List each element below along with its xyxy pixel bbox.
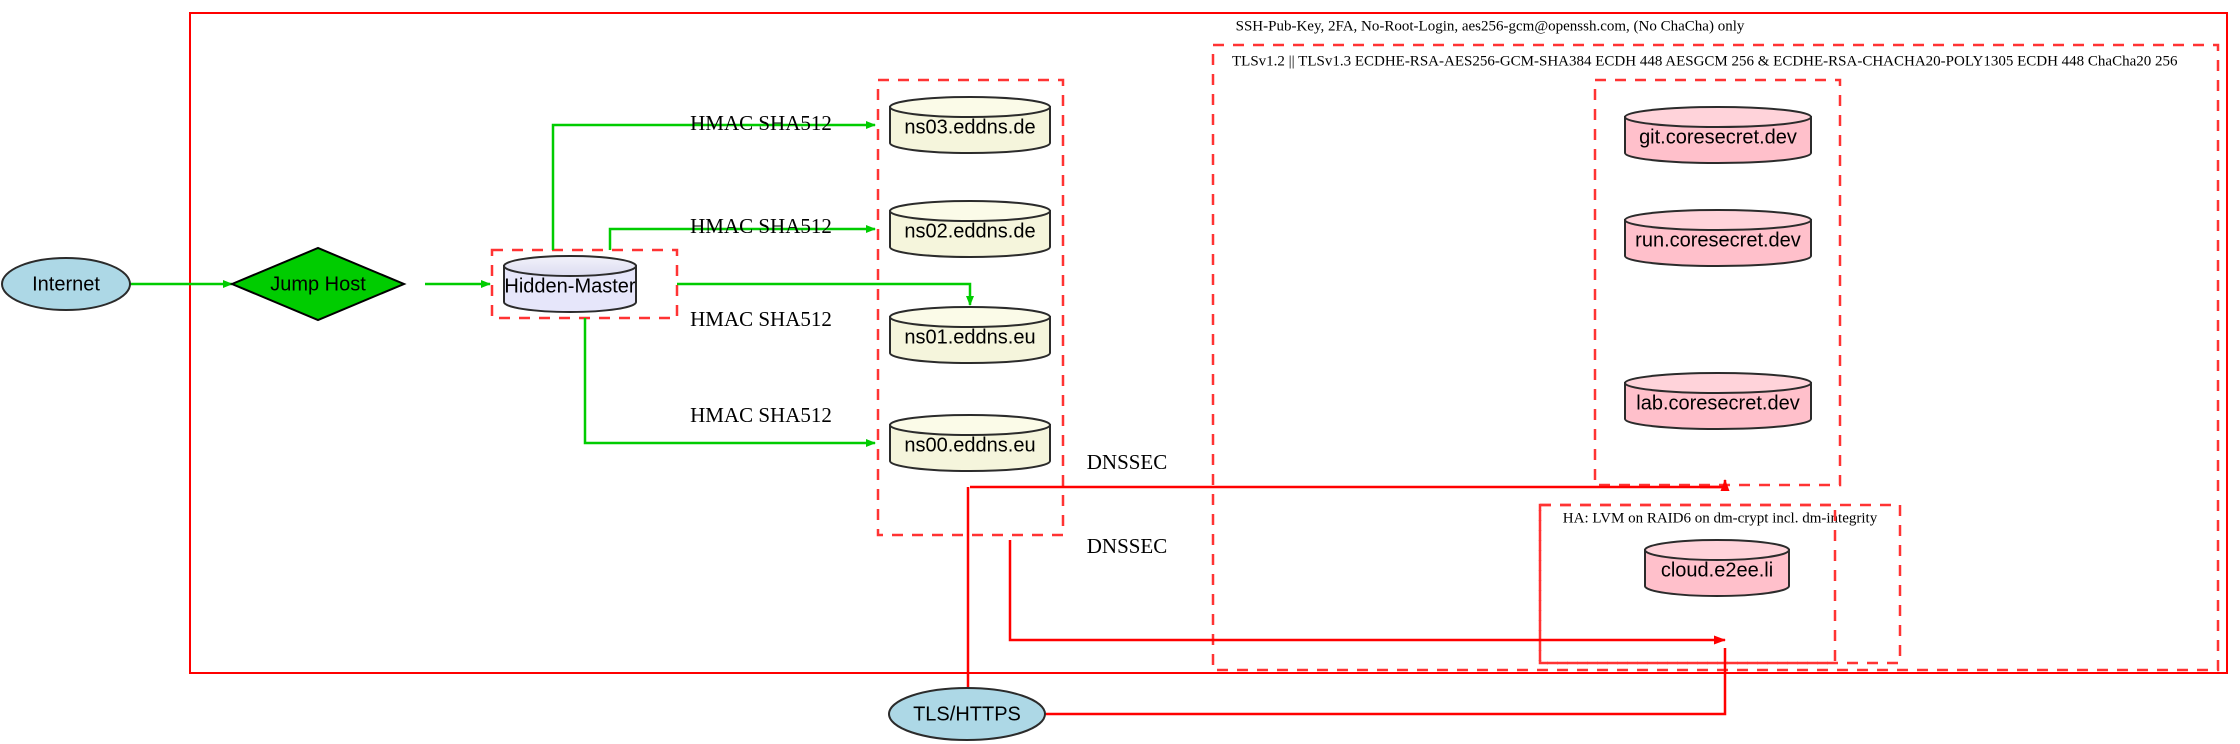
edge-master-to-ns02 xyxy=(608,225,876,250)
run-label: run.coresecret.dev xyxy=(1635,229,1801,251)
cluster-cloud-box xyxy=(1538,503,1837,665)
ns00-cyl-top xyxy=(889,414,1051,436)
edge-dnssec-lower xyxy=(1008,540,1726,645)
edge-master-to-ns03 xyxy=(551,121,876,250)
edge-label-hmac-ns00: HMAC SHA512 xyxy=(690,403,832,427)
cloud-cyl-top xyxy=(1644,539,1790,561)
internet-ellipse xyxy=(1,257,131,311)
jumphost-label: Jump Host xyxy=(270,273,366,295)
node-cloud-e2ee[interactable]: cloud.e2ee.li xyxy=(1644,539,1790,597)
run-cyl-top xyxy=(1624,209,1812,231)
run-cyl-body xyxy=(1624,219,1812,267)
cluster-ssh-box xyxy=(189,12,2228,674)
internet-label: Internet xyxy=(32,273,100,295)
cluster-tls-label: TLSv1.2 || TLSv1.3 ECDHE-RSA-AES256-GCM-… xyxy=(1232,53,2178,69)
ns03-cyl-body xyxy=(889,106,1051,154)
master-cyl-body xyxy=(503,265,637,313)
node-git-coresecret[interactable]: git.coresecret.dev xyxy=(1624,106,1812,164)
node-jump-host[interactable]: Jump Host xyxy=(229,246,407,322)
edge-label-hmac-ns03: HMAC SHA512 xyxy=(690,111,832,135)
edge-master-to-ns01 xyxy=(677,282,974,306)
edge-label-hmac-ns02: HMAC SHA512 xyxy=(690,214,832,238)
master-cyl-top xyxy=(503,255,637,277)
ns00-label: ns00.eddns.eu xyxy=(904,434,1035,456)
cluster-ssh-label: SSH-Pub-Key, 2FA, No-Root-Login, aes256-… xyxy=(1236,18,1745,34)
cloud-cyl-body xyxy=(1644,549,1790,597)
cluster-ha-label: HA: LVM on RAID6 on dm-crypt incl. dm-in… xyxy=(1563,510,1878,526)
ns01-cyl-top xyxy=(889,306,1051,328)
node-ns03[interactable]: ns03.eddns.de xyxy=(889,96,1051,154)
node-lab-coresecret[interactable]: lab.coresecret.dev xyxy=(1624,372,1812,430)
edge-label-dnssec-upper: DNSSEC xyxy=(1087,450,1168,474)
edge-master-to-ns00 xyxy=(583,318,876,447)
node-run-coresecret[interactable]: run.coresecret.dev xyxy=(1624,209,1812,267)
ns00-cyl-body xyxy=(889,424,1051,472)
lab-label: lab.coresecret.dev xyxy=(1636,392,1799,414)
ns01-cyl-body xyxy=(889,316,1051,364)
node-ns00[interactable]: ns00.eddns.eu xyxy=(889,414,1051,472)
tls-https-label: TLS/HTTPS xyxy=(913,703,1021,725)
lab-cyl-body xyxy=(1624,382,1812,430)
ns03-cyl-top xyxy=(889,96,1051,118)
ns01-label: ns01.eddns.eu xyxy=(904,326,1035,348)
git-label: git.coresecret.dev xyxy=(1639,126,1797,148)
hidden-master-label: Hidden-Master xyxy=(504,275,636,297)
lab-cyl-top xyxy=(1624,372,1812,394)
node-ns01[interactable]: ns01.eddns.eu xyxy=(889,306,1051,364)
cluster-coresecret-box xyxy=(1593,78,1842,487)
edge-label-hmac-ns01: HMAC SHA512 xyxy=(690,307,832,331)
cloud-label: cloud.e2ee.li xyxy=(1661,559,1773,581)
jumphost-diamond xyxy=(229,246,407,322)
ns02-cyl-body xyxy=(889,210,1051,258)
node-ns02[interactable]: ns02.eddns.de xyxy=(889,200,1051,258)
ns02-label: ns02.eddns.de xyxy=(904,220,1035,242)
git-cyl-body xyxy=(1624,116,1812,164)
node-tls-https[interactable]: TLS/HTTPS xyxy=(888,687,1046,741)
edge-label-dnssec-lower: DNSSEC xyxy=(1087,534,1168,558)
tls-https-ellipse xyxy=(888,687,1046,741)
edge-dnssec-upper xyxy=(970,485,1727,489)
edge-tls-right xyxy=(1045,648,1727,716)
cluster-tls-box xyxy=(1211,43,2220,672)
node-hidden-master[interactable]: Hidden-Master xyxy=(503,255,637,313)
edge-dnssec-upper-arrow xyxy=(1700,479,1730,491)
ns02-cyl-top xyxy=(889,200,1051,222)
ns03-label: ns03.eddns.de xyxy=(904,116,1035,138)
node-internet[interactable]: Internet xyxy=(1,257,131,311)
git-cyl-top xyxy=(1624,106,1812,128)
